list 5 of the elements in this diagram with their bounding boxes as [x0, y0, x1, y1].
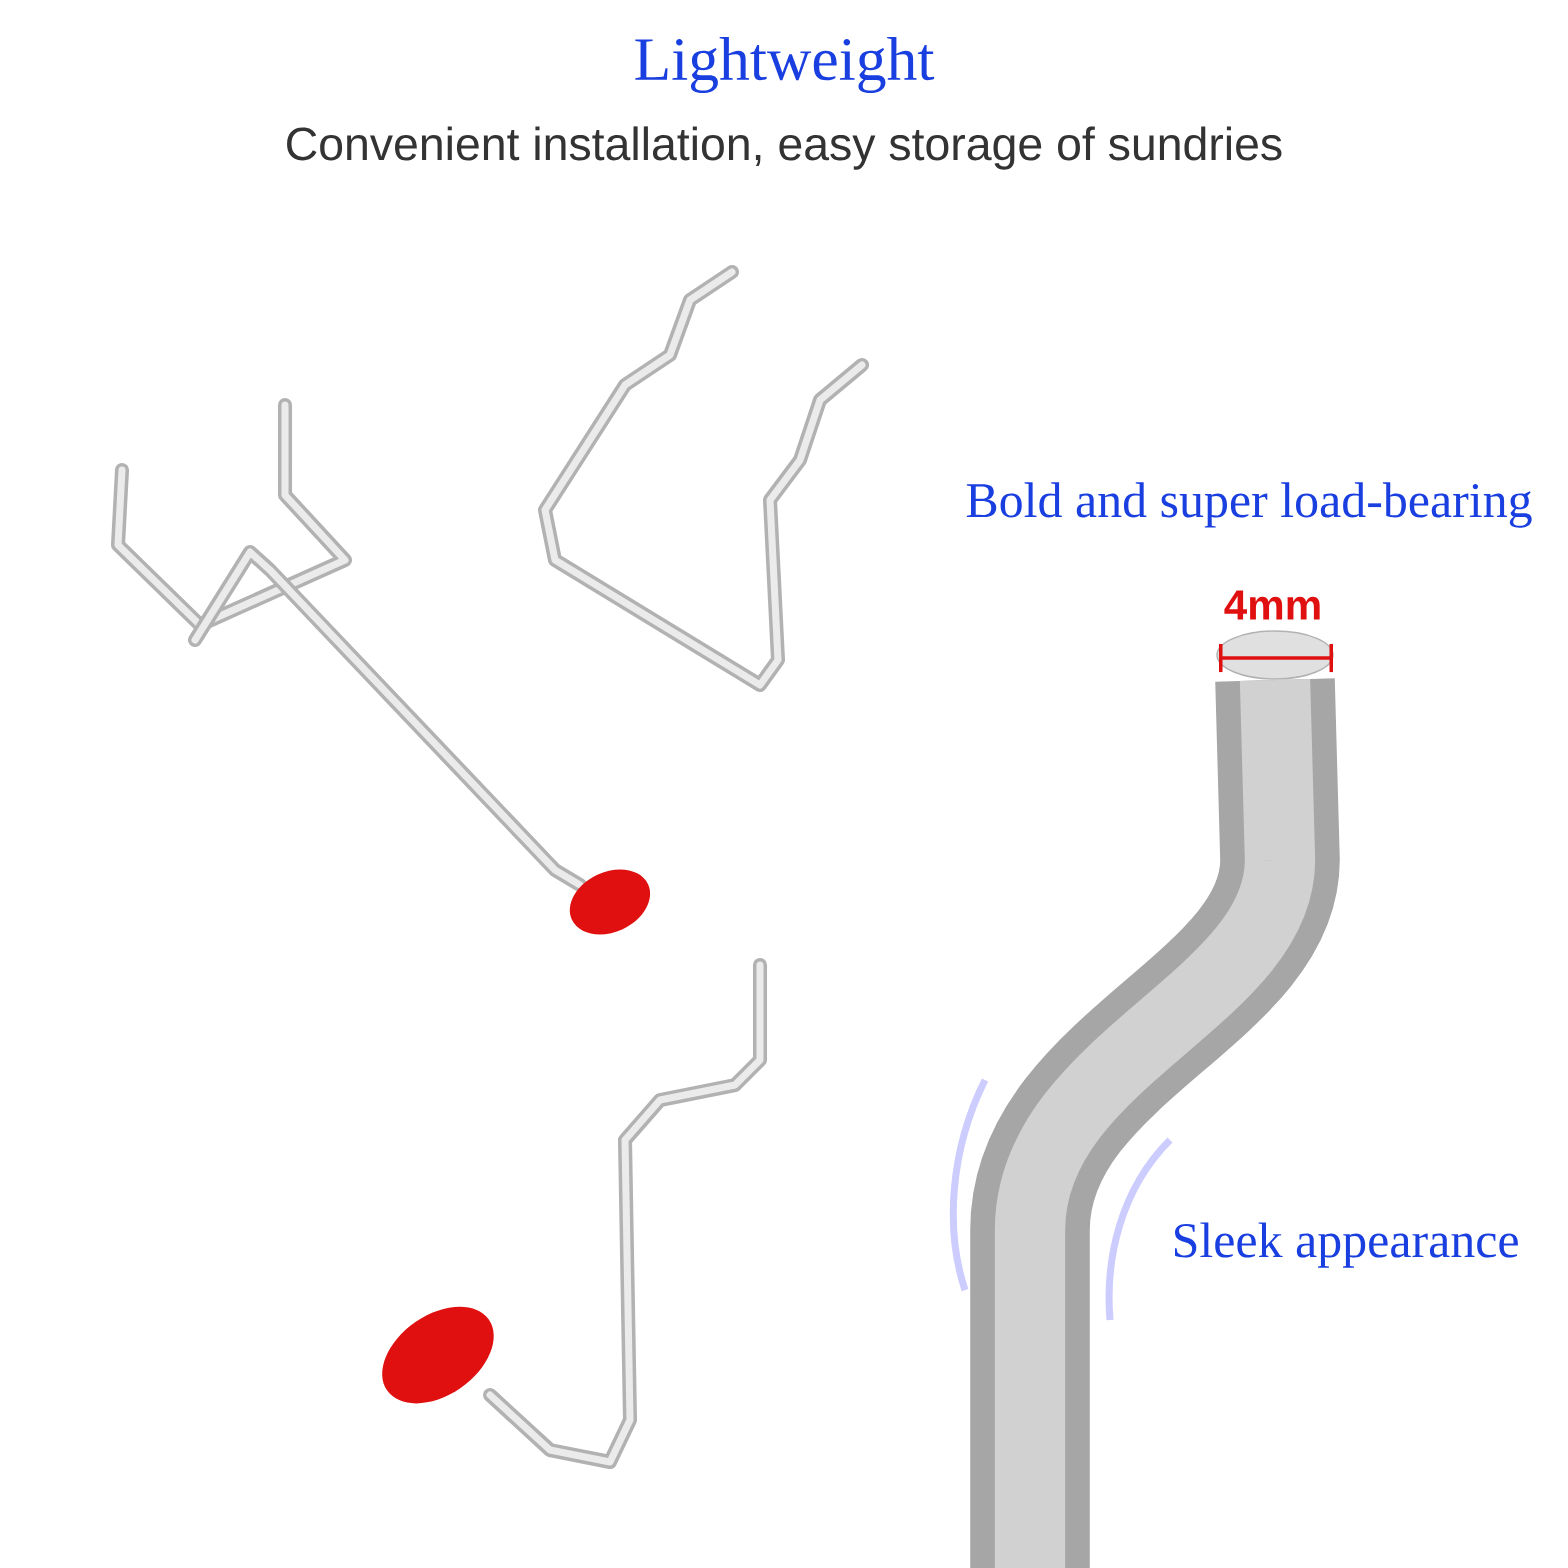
subtitle: Convenient installation, easy storage of sundries	[287, 126, 1282, 170]
dimension-label: 4mm	[1224, 590, 1320, 620]
feature-label: Bold and super load-bearing	[966, 482, 1532, 528]
title: Lightweight	[635, 37, 935, 93]
feature-label: Sleek appearance	[1175, 1222, 1518, 1268]
